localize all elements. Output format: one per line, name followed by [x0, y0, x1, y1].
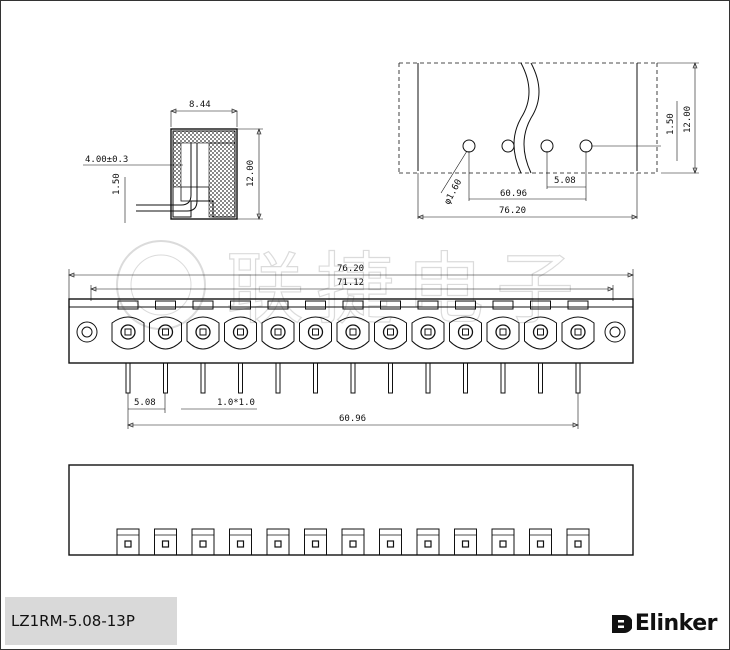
pcb-layout: φ1.60 5.08 60.96 76.20 12.00 1.50 — [398, 62, 699, 220]
bottom-pin — [379, 528, 402, 556]
front-pin-span-label: 60.96 — [339, 414, 366, 424]
terminal-pole — [449, 300, 482, 394]
bottom-pin — [491, 528, 515, 556]
pcb-span-label: 60.96 — [500, 189, 527, 199]
bottom-pin — [566, 528, 590, 556]
terminal-pole — [524, 300, 557, 394]
bottom-pin — [191, 528, 215, 556]
bottom-view — [68, 464, 634, 556]
terminal-pole — [186, 300, 220, 394]
terminal-pole — [149, 300, 182, 394]
terminal-pole — [261, 300, 295, 394]
pcb-hole-dia-label: φ1.60 — [443, 178, 465, 207]
bottom-pin — [229, 528, 252, 556]
model-number: LZ1RM-5.08-13P — [5, 597, 177, 645]
brand-name: Elinker — [634, 611, 718, 636]
bottom-pin — [154, 528, 177, 556]
front-pitch-label: 5.08 — [134, 398, 156, 408]
front-overall-label: 76.20 — [337, 264, 364, 274]
terminal-pole — [486, 300, 520, 394]
front-view: 76.20 71.12 5.08 1.0*1.0 60.96 — [68, 264, 634, 429]
bottom-pin — [341, 528, 365, 556]
side-pin-offset-label: 4.00±0.3 — [85, 155, 128, 165]
side-pin-height-label: 1.50 — [112, 173, 122, 195]
terminal-pole — [111, 300, 145, 394]
terminal-pole — [336, 300, 370, 394]
pcb-edge-offset-label: 1.50 — [666, 113, 676, 135]
watermark: 联捷电子 — [116, 240, 586, 336]
bottom-pin — [454, 528, 477, 556]
elinker-logo-icon — [611, 614, 632, 633]
terminal-pole — [374, 300, 407, 394]
terminal-pole — [411, 300, 445, 394]
bottom-pin — [304, 528, 327, 556]
side-width-label: 8.44 — [189, 100, 211, 110]
bottom-pin — [529, 528, 552, 556]
front-inner-label: 71.12 — [337, 278, 364, 288]
bottom-pin-row — [116, 528, 590, 556]
bottom-pin — [116, 528, 140, 556]
brand-logo: Elinker — [610, 611, 718, 636]
pcb-total-label: 76.20 — [499, 206, 526, 216]
front-pin-size-label: 1.0*1.0 — [217, 398, 255, 408]
pcb-pitch-label: 5.08 — [554, 176, 576, 186]
watermark-text: 联捷电子 — [226, 245, 586, 335]
terminal-pole — [299, 300, 332, 394]
bottom-pin — [266, 528, 290, 556]
side-height-label: 12.00 — [246, 160, 256, 187]
pcb-height-label: 12.00 — [683, 106, 693, 133]
terminal-pole — [224, 300, 257, 394]
side-view: 8.44 4.00±0.3 1.50 12.00 — [83, 100, 263, 223]
bottom-pin — [416, 528, 440, 556]
